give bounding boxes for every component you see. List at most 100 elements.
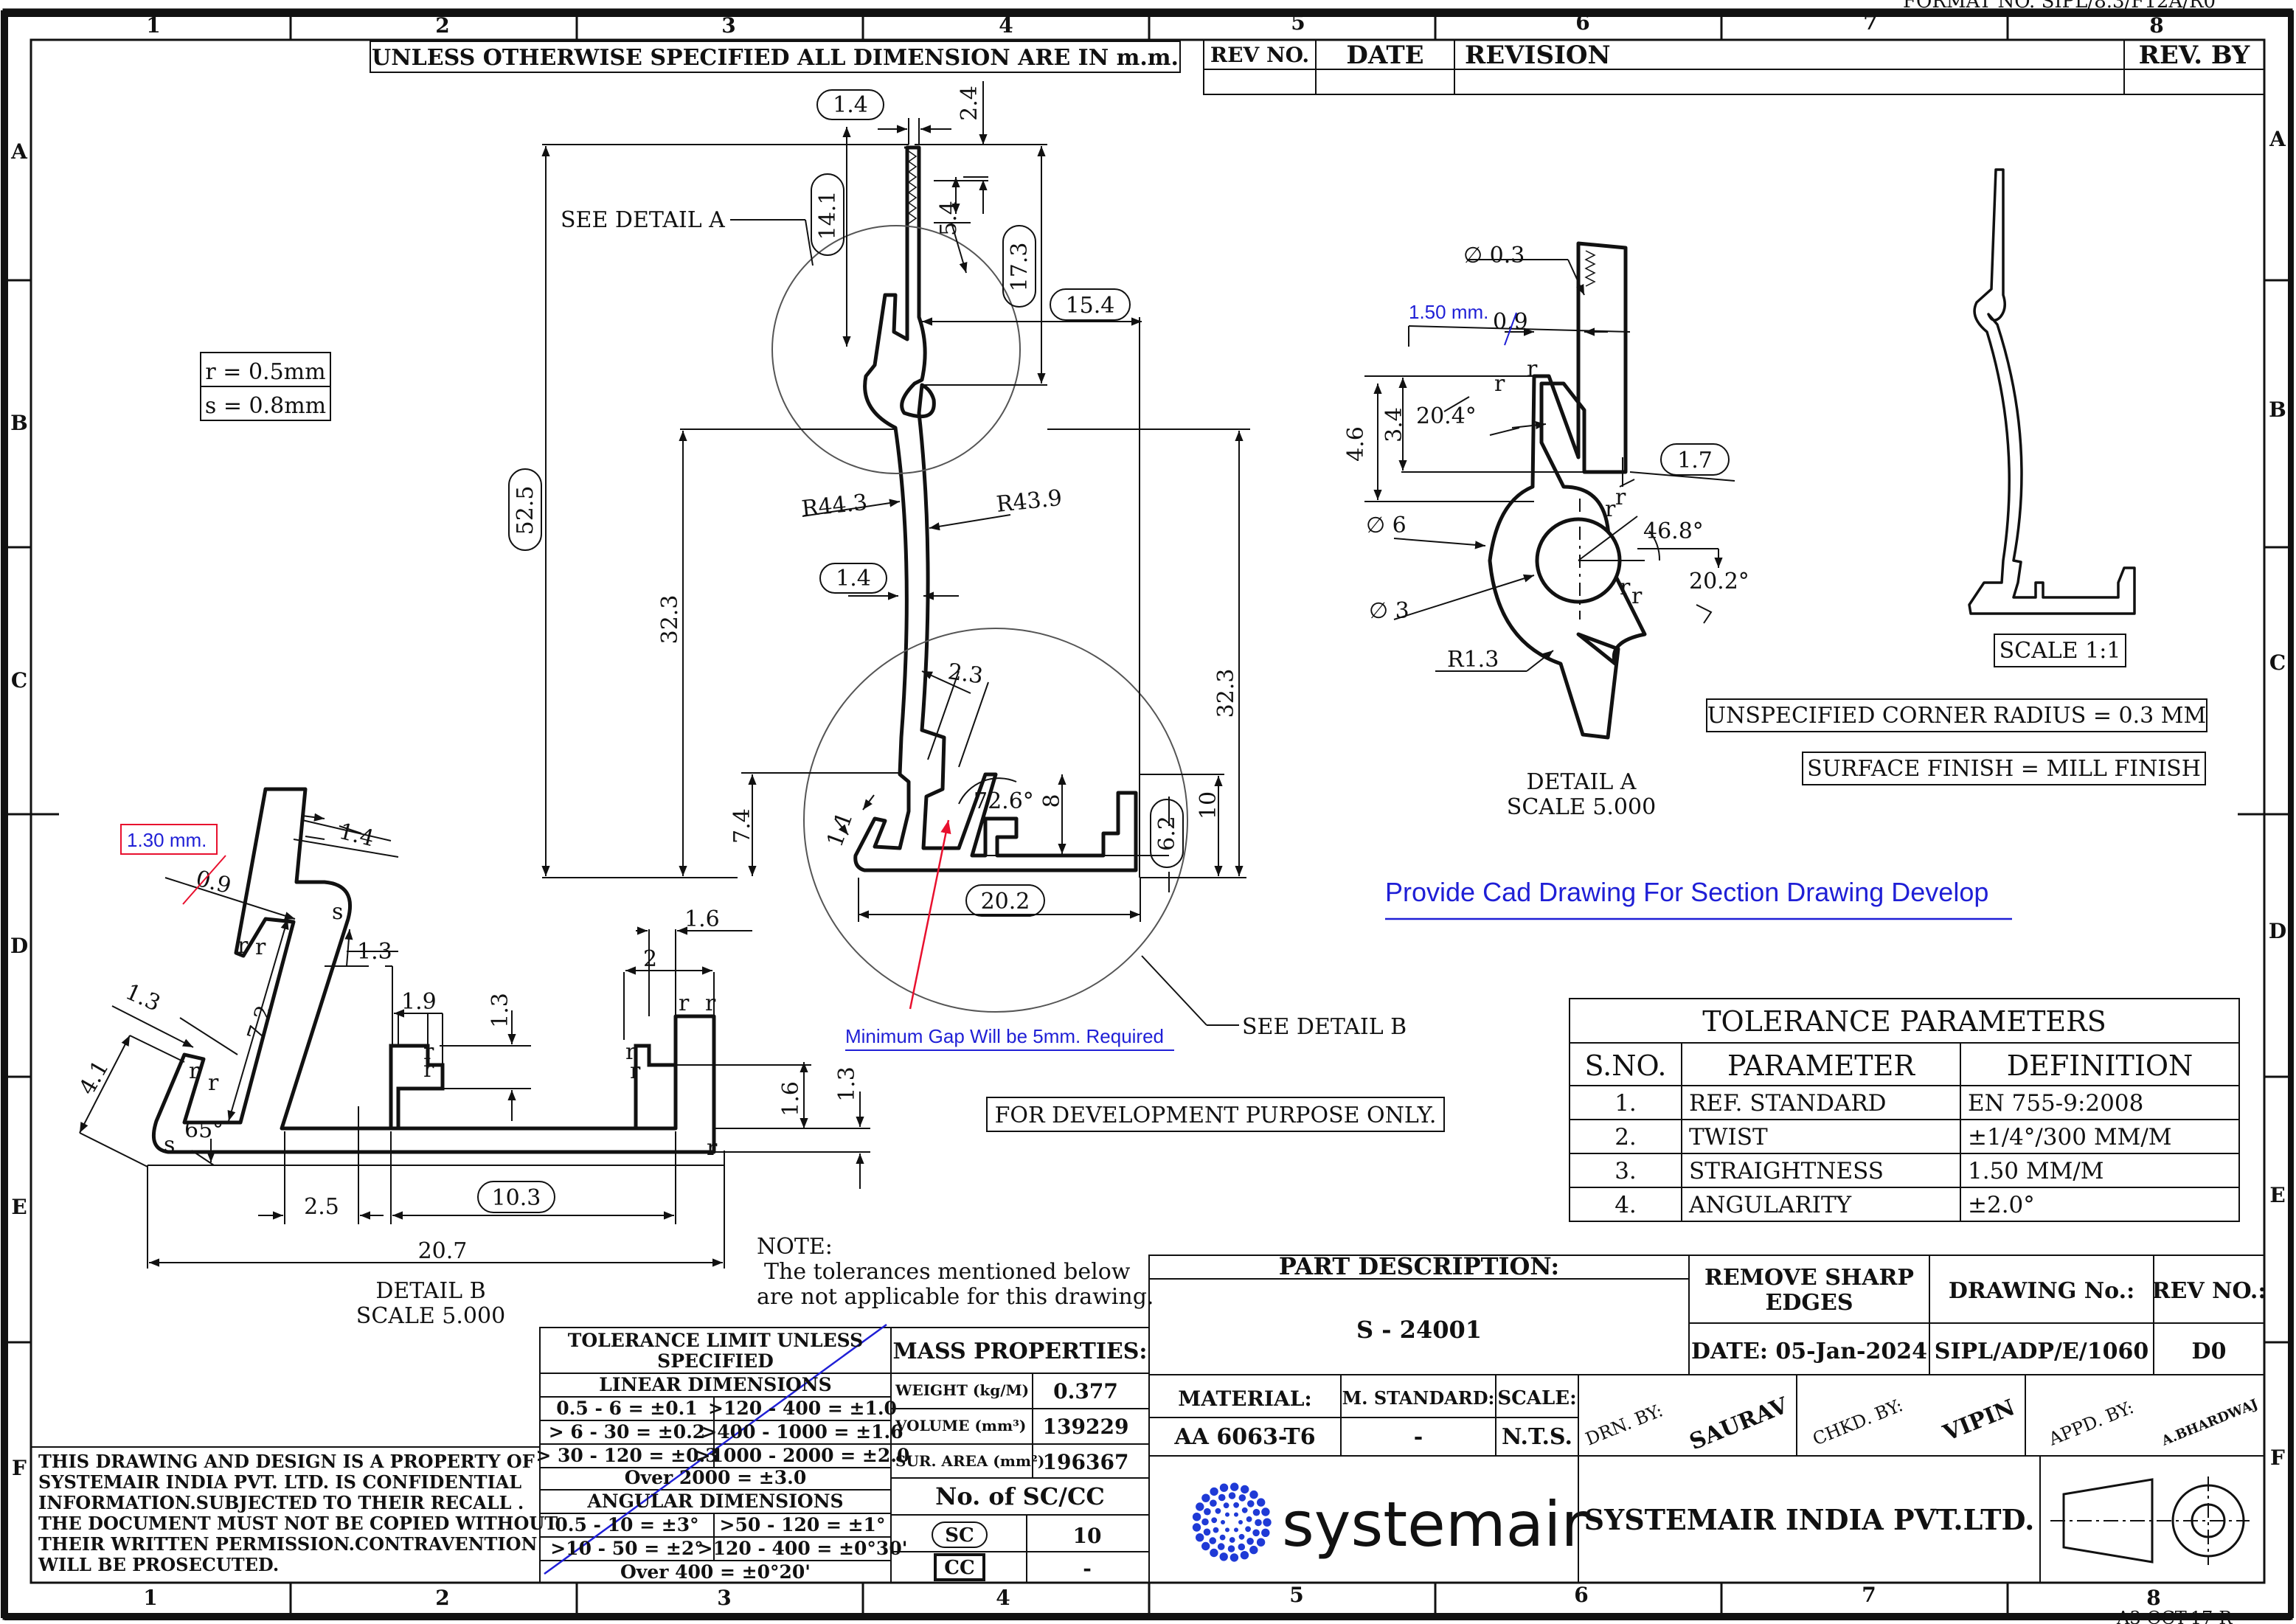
row-label: E [2269,1183,2285,1207]
dim-text: ∅ 0.3 [1463,243,1525,268]
logo-dot [1255,1519,1262,1527]
notice-line: THE DOCUMENT MUST NOT BE COPIED WITHOUT [38,1513,558,1534]
logo-dot [1263,1518,1272,1527]
dim-text: 20.4° [1416,403,1477,429]
radius-mark: r [1527,356,1538,382]
tolerance-limit-table: TOLERANCE LIMIT UNLESS SPECIFIED LINEAR … [535,1323,909,1583]
column-labels: 1 2 3 4 5 6 7 8 1 2 3 4 5 6 7 8 [143,10,2163,1610]
logo-dot [1217,1543,1225,1550]
dim-text: ∅ 3 [1369,598,1409,624]
logo-dot [1261,1528,1270,1537]
header-block: UNLESS OTHERWISE SPECIFIED ALL DIMENSION… [370,39,2265,95]
dim-text: R1.3 [1447,647,1499,673]
m-standard-label: M. STANDARD: [1342,1387,1495,1409]
logo-dot [1228,1492,1236,1499]
dim-text: 20.7 [418,1238,468,1264]
systemair-logo: systemair [1192,1482,1586,1562]
development-note: FOR DEVELOPMENT PURPOSE ONLY. [995,1103,1437,1128]
column-label: 2 [435,1586,449,1610]
cc-value: - [1083,1556,1092,1580]
dim-text: 10.3 [492,1185,541,1211]
logo-dot [1223,1502,1229,1509]
logo-dot [1229,1553,1239,1562]
column-label: 3 [717,1586,731,1610]
table-cell: >50 - 120 = ±1° [720,1514,886,1535]
logo-dot [1241,1507,1248,1513]
logo-dot [1256,1538,1266,1547]
logo-dot [1249,1490,1258,1499]
row-label: F [12,1456,27,1480]
see-detail-a-label: SEE DETAIL A [561,207,725,233]
rev-no-label: REV NO.: [2152,1278,2266,1304]
dim-text: 1.3 [357,939,392,965]
m-standard-value: - [1414,1424,1423,1450]
notice-line: SYSTEMAIR INDIA PVT. LTD. IS CONFIDENTIA… [38,1471,521,1493]
logo-dot [1229,1537,1235,1543]
dim-text: 1.6 [684,906,720,932]
logo-dot [1238,1494,1246,1502]
table-title: TOLERANCE PARAMETERS [1702,1005,2106,1038]
logo-dot [1218,1493,1226,1502]
radius-mark: r [189,1058,200,1084]
detail-b-markup: 1.30 mm. [127,829,207,851]
table-section: LINEAR DIMENSIONS [599,1374,831,1395]
material-value: AA 6063-T6 [1173,1424,1315,1450]
table-section: ANGULAR DIMENSIONS [586,1491,843,1512]
logo-dot [1227,1545,1235,1552]
logo-dot [1211,1517,1218,1524]
table-title: TOLERANCE LIMIT UNLESS [568,1330,864,1351]
radius-mark: r [705,990,716,1016]
radius-mark: r [679,990,690,1016]
column-label: 4 [996,1586,1010,1610]
cad-request-note: Provide Cad Drawing For Section Drawing … [1385,877,1988,907]
table-cell: 0.5 - 10 = ±3° [555,1514,698,1535]
table-cell: TWIST [1689,1124,1768,1151]
logo-dot [1225,1512,1229,1517]
logo-dot [1196,1502,1204,1511]
table-cell: 0.5 - 6 = ±0.1 [556,1398,697,1419]
mass-properties: MASS PROPERTIES: WEIGHT (kg/M) VOLUME (m… [890,1327,1150,1583]
logo-dot [1192,1523,1201,1532]
dim-text: 1.4 [836,566,871,591]
row-label: C [11,668,27,693]
logo-dot [1246,1516,1252,1522]
mass-value: 0.377 [1053,1379,1118,1403]
dim-text: 8 [1039,794,1065,808]
see-detail-b-label: SEE DETAIL B [1242,1014,1407,1040]
date-header: DATE [1346,41,1423,70]
table-cell: ±1/4°/300 MM/M [1968,1124,2172,1151]
detail-a-circle [771,225,1021,474]
detail-a-view: ∅ 0.3 0.9 20.4° 4.6 3.4 ∅ 6 ∅ 3 R1.3 1.7… [1343,241,1749,820]
detail-a-scale: SCALE 5.000 [1507,794,1656,820]
logo-dot [1196,1533,1204,1542]
table-cell: >400 - 1000 = ±1.6 [701,1421,903,1443]
dim-text: 32.3 [657,595,683,645]
table-cell: ±2.0° [1968,1192,2035,1218]
dim-text: 2.4 [957,86,982,121]
corner-radius-note: UNSPECIFIED CORNER RADIUS = 0.3 MM [1707,703,2206,729]
logo-dot [1192,1513,1201,1521]
dim-text: 1.3 [488,993,513,1028]
table-cell: 4. [1615,1192,1637,1218]
logo-dot [1240,1551,1249,1560]
logo-dot [1201,1493,1210,1502]
row-label: E [11,1195,27,1219]
logo-dot [1245,1526,1251,1533]
sc-label: SC [945,1524,974,1547]
mass-label: SUR. AREA (mm²) [895,1452,1044,1470]
radius-mark: r [707,1135,718,1161]
note-line-1: The tolerances mentioned below [764,1259,1131,1285]
row-label: F [2270,1446,2285,1470]
remove-edges-label: EDGES [1765,1290,1853,1316]
table-cell: Over 2000 = ±3.0 [625,1467,806,1488]
mass-title: MASS PROPERTIES: [892,1339,1147,1364]
svg-text:systemair: systemair [1282,1488,1586,1561]
column-label: 4 [999,13,1013,38]
units-note: UNLESS OTHERWISE SPECIFIED ALL DIMENSION… [372,45,1179,71]
format-number: FORMAT NO. SIPL/8.3/F12A/R0 [1903,0,2216,13]
remove-edges-label: REMOVE SHARP [1704,1265,1914,1291]
column-label: 5 [1289,1583,1303,1607]
scale-value: N.T.S. [1502,1424,1572,1450]
